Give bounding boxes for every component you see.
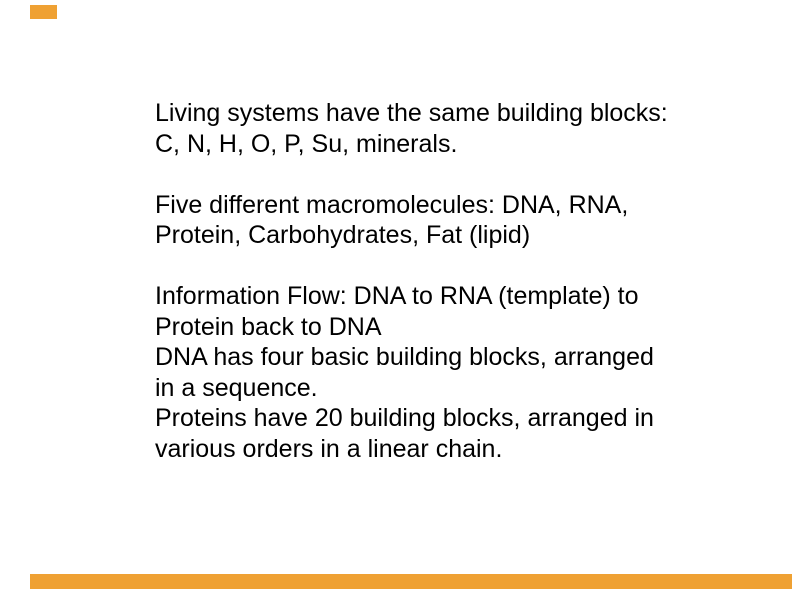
text-line: Information Flow: DNA to RNA (template) … — [155, 282, 639, 310]
slide-text-block: Living systems have the same building bl… — [155, 98, 785, 464]
text-line: Proteins have 20 building blocks, arrang… — [155, 404, 654, 432]
paragraph-information-flow: Information Flow: DNA to RNA (template) … — [155, 281, 785, 464]
text-line: Protein, Carbohydrates, Fat (lipid) — [155, 221, 531, 249]
bottom-accent-bar — [30, 574, 792, 589]
text-line: in a sequence. — [155, 373, 318, 402]
text-line: Living systems have the same building bl… — [155, 99, 668, 127]
text-line: Protein back to DNA — [155, 312, 382, 341]
paragraph-macromolecules: Five different macromolecules: DNA, RNA,… — [155, 190, 785, 251]
text-line: DNA has four basic building blocks, arra… — [155, 343, 654, 371]
text-line: Five different macromolecules: DNA, RNA, — [155, 190, 629, 219]
text-line: C, N, H, O, P, Su, minerals. — [155, 129, 458, 158]
top-left-accent-bar — [30, 5, 57, 19]
paragraph-building-blocks: Living systems have the same building bl… — [155, 98, 785, 159]
text-line: various orders in a linear chain. — [155, 434, 503, 463]
